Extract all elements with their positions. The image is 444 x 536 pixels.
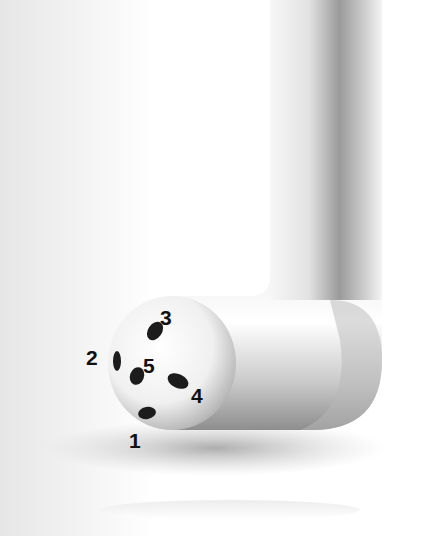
callout-number: 2 <box>86 347 98 368</box>
callout-number: 3 <box>160 307 172 328</box>
pressure-hole <box>165 370 191 392</box>
callout-number: 5 <box>143 355 155 376</box>
elbow-shade <box>300 300 382 430</box>
reflection <box>100 500 360 520</box>
vertical-tube <box>270 0 382 340</box>
callout-number: 4 <box>191 385 203 406</box>
pressure-hole <box>113 351 121 371</box>
callout-number: 1 <box>129 430 141 451</box>
hemispherical-tip <box>108 296 236 430</box>
pressure-hole <box>137 406 157 421</box>
